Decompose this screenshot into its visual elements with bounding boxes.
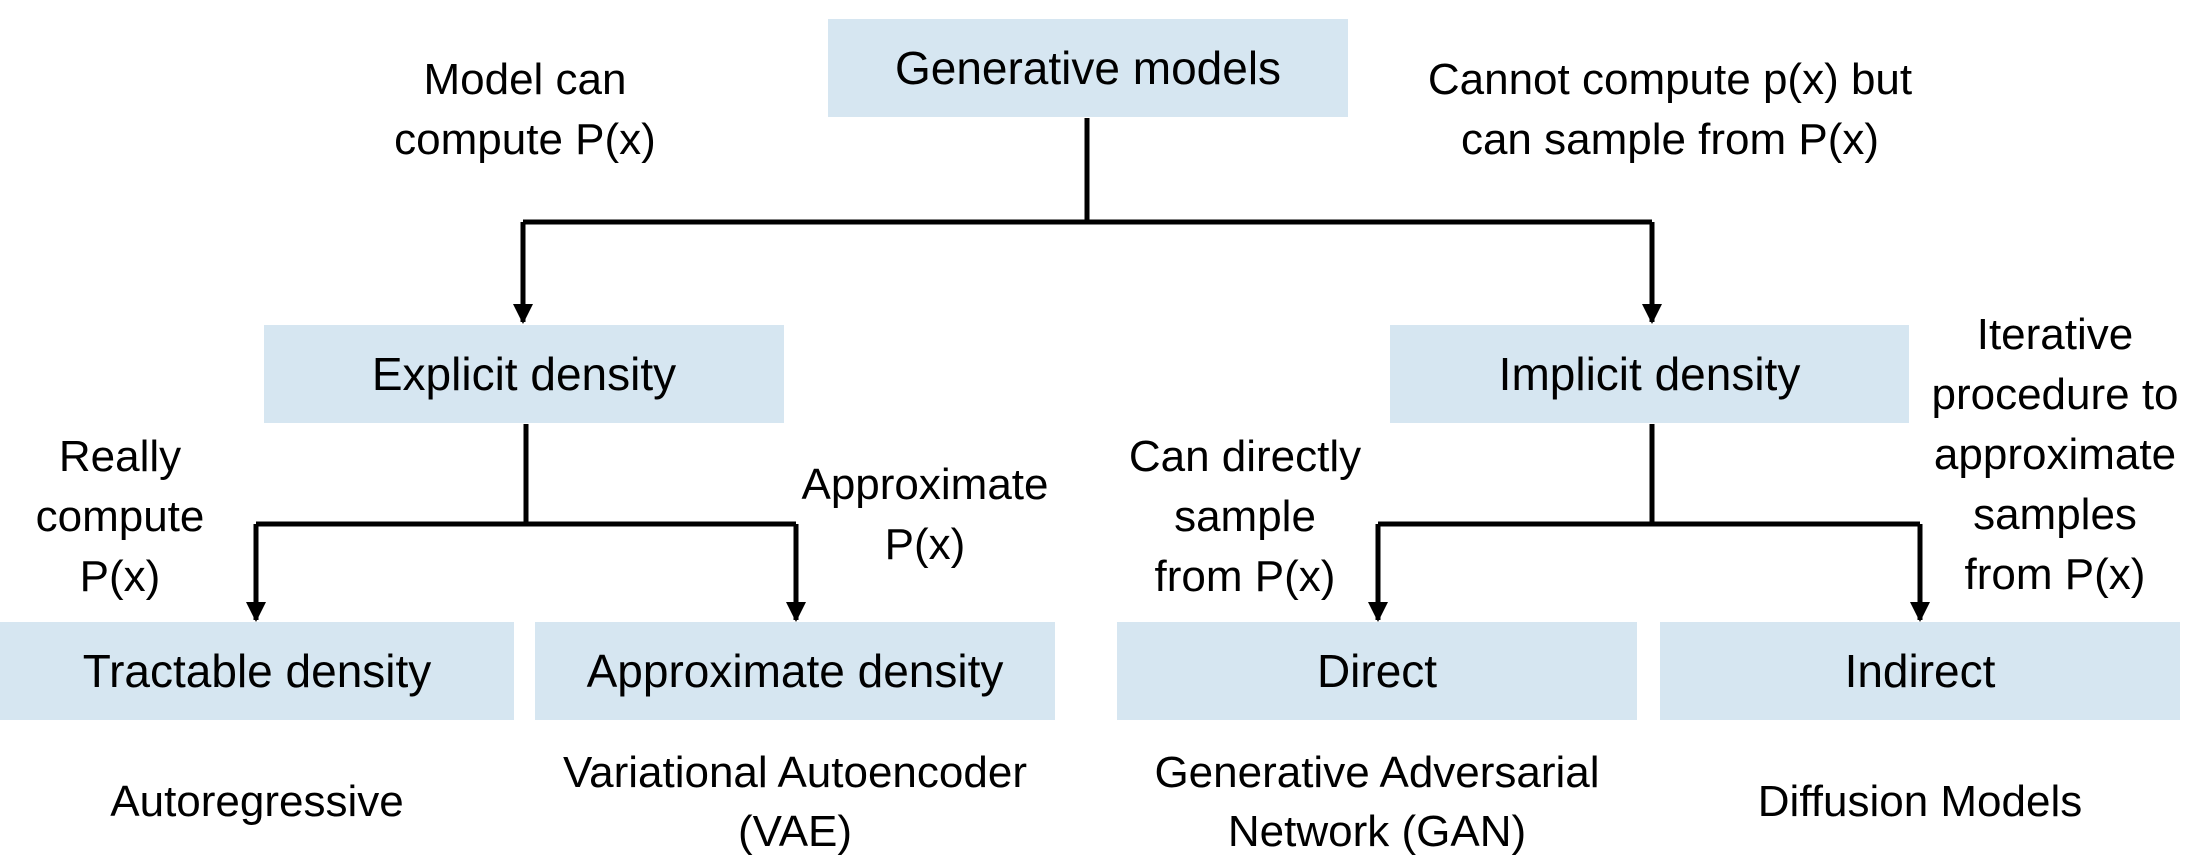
node-tractable-density: Tractable density: [0, 622, 514, 720]
example-diffusion-models: Diffusion Models: [1757, 777, 2083, 826]
example-autoregressive: Autoregressive: [110, 777, 404, 826]
example-vae: Variational Autoencoder(VAE): [563, 748, 1027, 856]
node-generative-models: Generative models: [828, 19, 1348, 117]
node-approximate-density: Approximate density: [535, 622, 1055, 720]
node-explicit-density: Explicit density: [264, 325, 784, 423]
node-indirect: Indirect: [1660, 622, 2180, 720]
node-direct: Direct: [1117, 622, 1637, 720]
node-implicit-density: Implicit density: [1390, 325, 1909, 423]
